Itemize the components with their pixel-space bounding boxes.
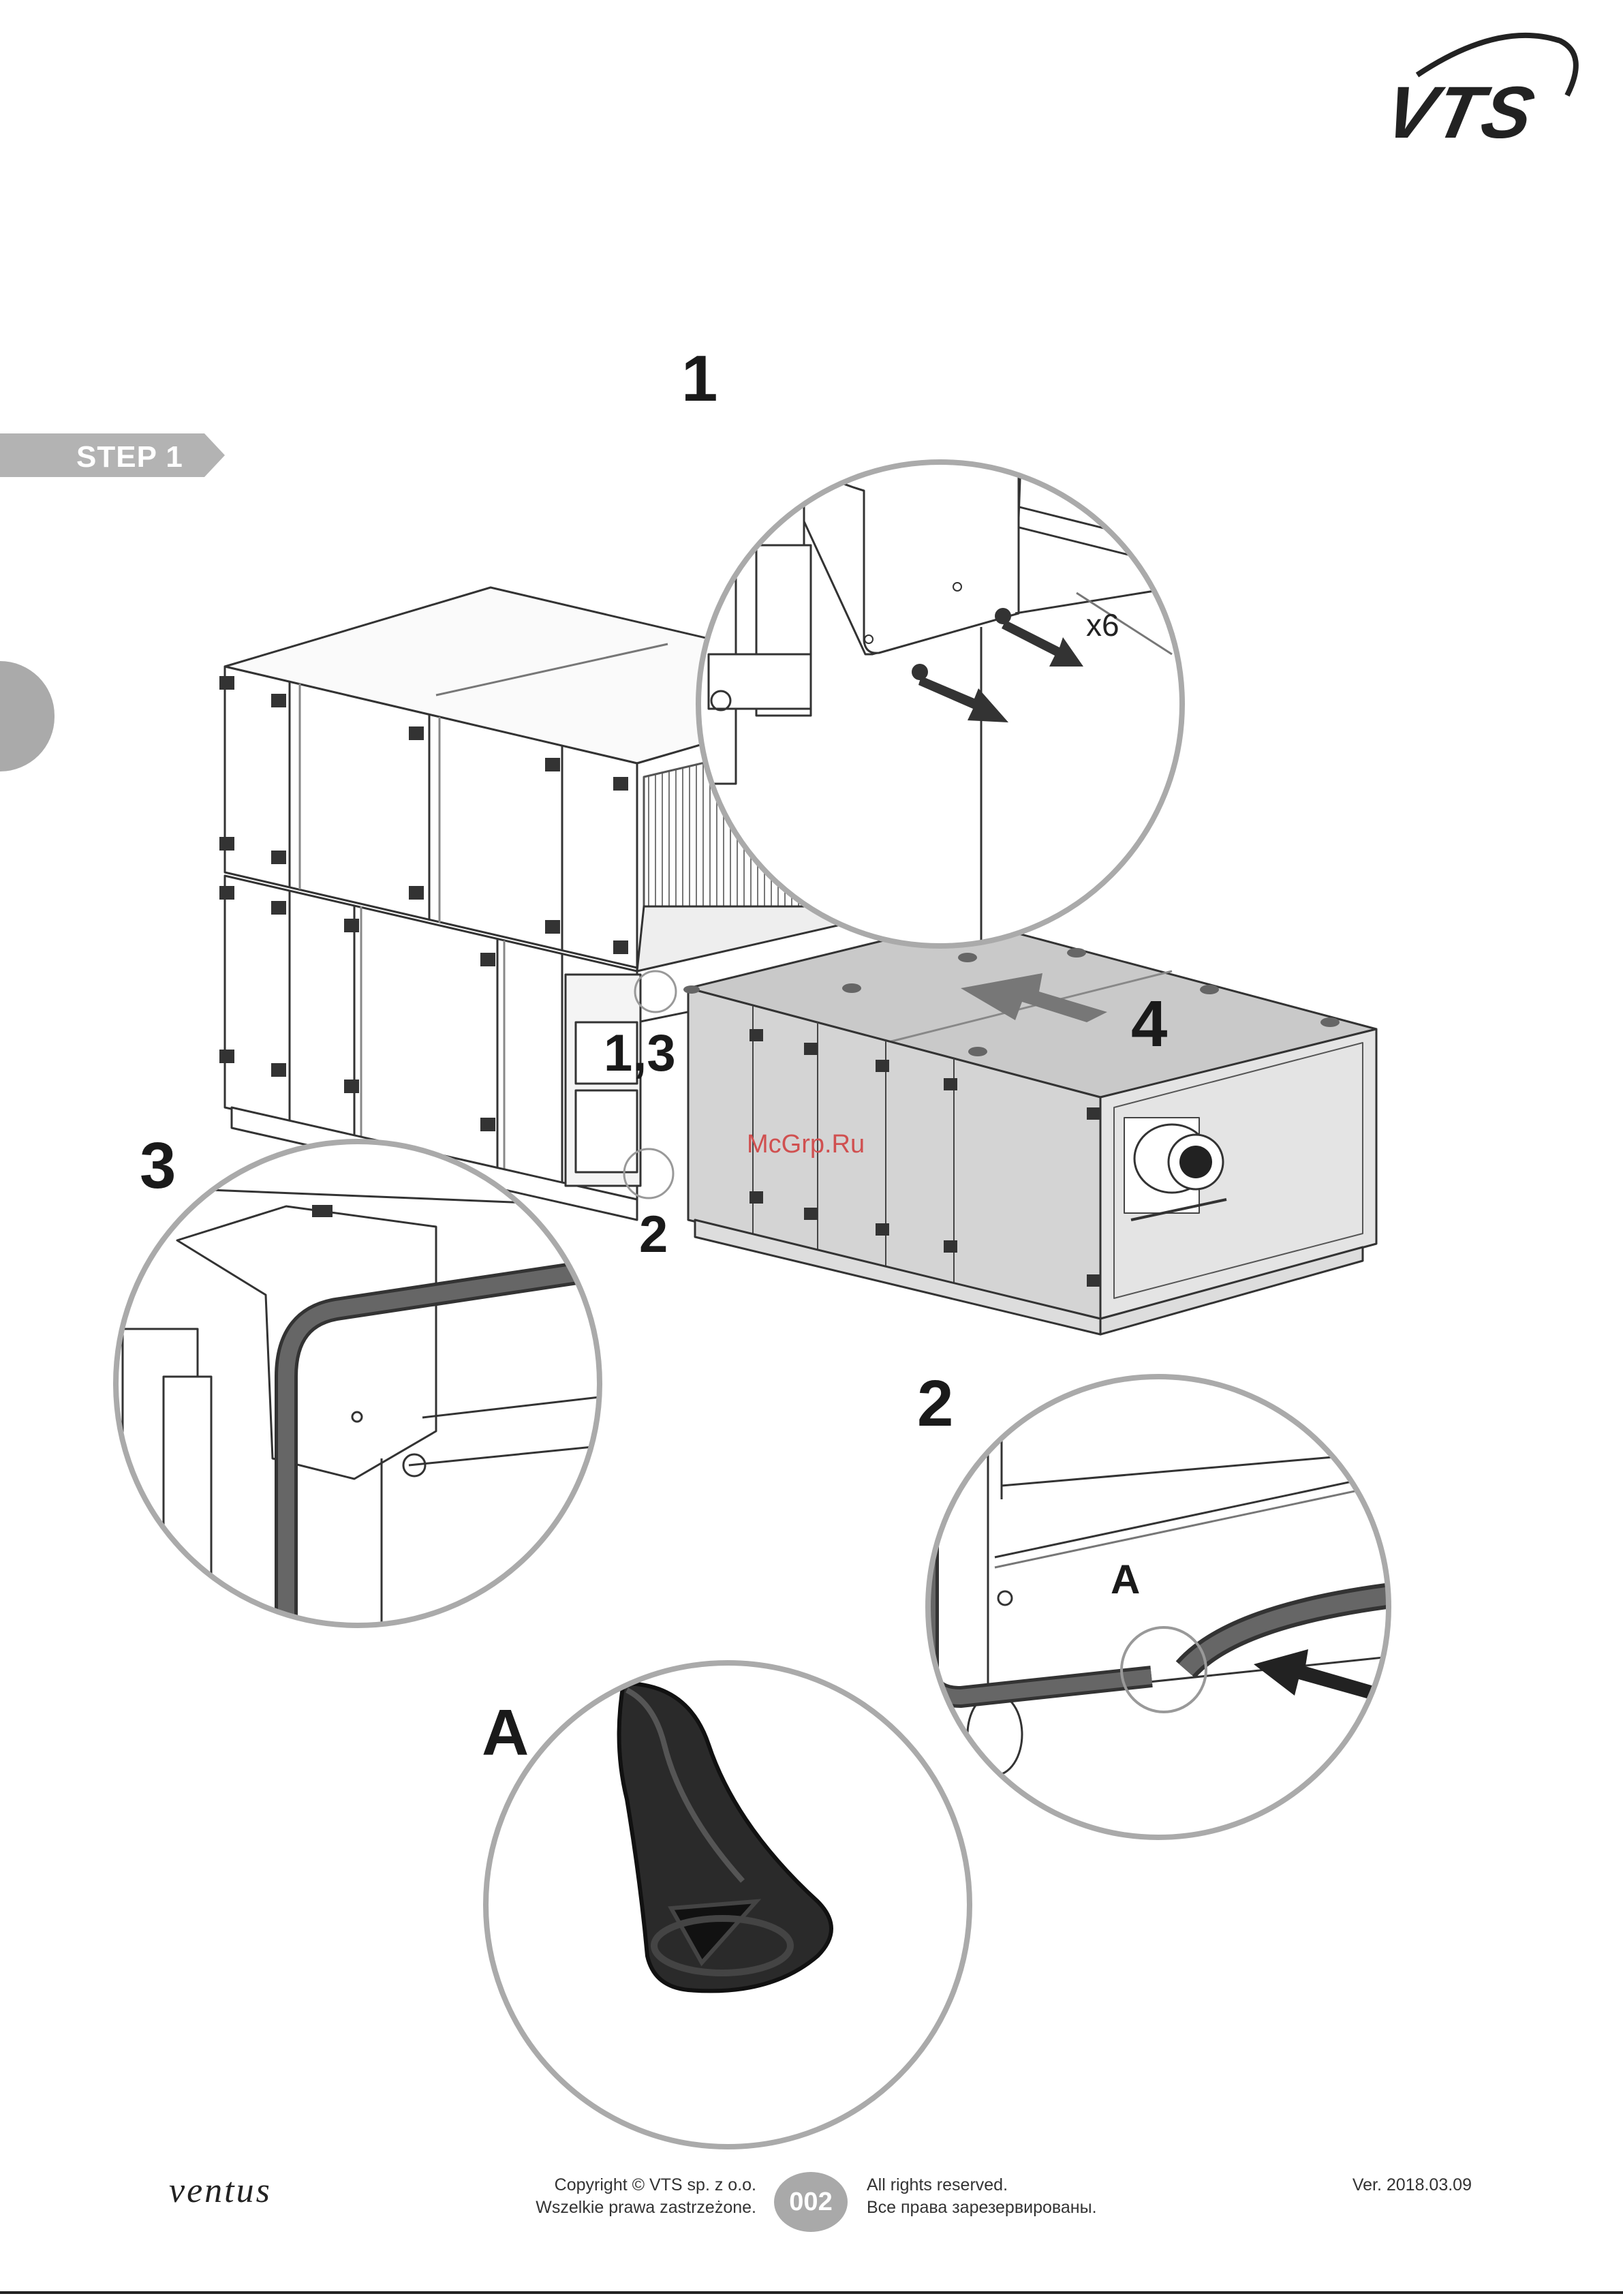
detail-a-seal-profile [477, 1656, 981, 2160]
callout-2-detail: 2 [917, 1371, 953, 1437]
callout-4: 4 [1131, 992, 1167, 1057]
copyright-line-1: Copyright © VTS sp. z o.o. [491, 2174, 756, 2196]
page-number-badge: 002 [774, 2172, 848, 2232]
callout-1-3: 1,3 [604, 1028, 676, 1080]
callout-2-main: 2 [639, 1209, 668, 1261]
copyright: Copyright © VTS sp. z o.o. Wszelkie praw… [491, 2174, 756, 2219]
rights-line-2: Все права зарезервированы. [867, 2196, 1207, 2219]
callout-3: 3 [140, 1133, 176, 1199]
callout-a-seal: A [482, 1700, 529, 1766]
bottom-rule [0, 2291, 1623, 2294]
vts-logo: VTS [1383, 27, 1581, 136]
step-tab: STEP 1 [0, 433, 225, 477]
callout-a-detail: A [1111, 1559, 1140, 1600]
rights: All rights reserved. Все права зарезерви… [867, 2174, 1207, 2219]
watermark: McGrp.Ru [747, 1130, 865, 1159]
version: Ver. 2018.03.09 [1329, 2174, 1472, 2196]
detail-2-gasket-insert [920, 1370, 1397, 1847]
copyright-line-2: Wszelkie prawa zastrzeżone. [491, 2196, 756, 2219]
step-label: STEP 1 [76, 440, 183, 474]
fan-section [683, 920, 1376, 1334]
callout-1: 1 [681, 346, 717, 412]
detail-3-gasket-corner [109, 1131, 613, 1636]
callout-x6: x6 [1086, 607, 1119, 643]
logo-text: VTS [1378, 70, 1543, 155]
ventus-logo: ventus [169, 2171, 272, 2211]
rights-line-1: All rights reserved. [867, 2174, 1207, 2196]
